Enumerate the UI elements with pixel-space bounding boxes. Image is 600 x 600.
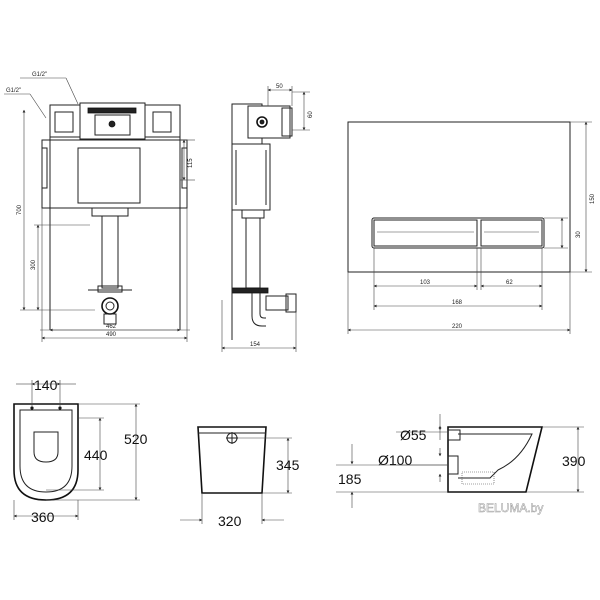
plate-buttons-total-dim: 168 (452, 300, 463, 306)
bowl-top-view: 140 440 520 360 (13, 377, 148, 525)
bowl-outlet-height-dim: 185 (338, 471, 362, 487)
bowl-side-height-dim: 390 (562, 453, 586, 469)
bowl-side-view: Ø55 Ø100 185 390 (336, 414, 586, 508)
frame-height-dim: 700 (17, 204, 23, 215)
plate-width-dim: 220 (452, 324, 463, 330)
bowl-inlet-dim: Ø55 (400, 427, 427, 443)
frame-side-dim: 115 (188, 158, 194, 168)
side-top-dim: 50 (276, 84, 283, 90)
bowl-front-view: 345 320 (180, 426, 300, 529)
thread-upper-label: G1/2" (32, 72, 47, 78)
bowl-outer-dim: 520 (124, 431, 148, 447)
installation-frame-side-view: 50 60 154 (221, 84, 314, 352)
installation-frame-front-view: G1/2" G1/2" 700 300 115 462 490 (4, 72, 195, 342)
watermark: BELUMA.by (478, 501, 543, 515)
frame-inner-width-dim: 462 (106, 324, 117, 330)
bowl-front-height-dim: 345 (276, 457, 300, 473)
bowl-inner-dim: 440 (84, 447, 108, 463)
flush-plate-view: 150 30 103 62 168 220 (347, 121, 596, 334)
bowl-outlet-dim: Ø100 (378, 452, 412, 468)
plate-button-height-dim: 30 (576, 231, 582, 238)
side-bottom-dim: 154 (250, 342, 261, 348)
frame-lower-height-dim: 300 (31, 259, 37, 270)
bowl-front-width-dim: 320 (218, 513, 242, 529)
side-top-right-dim: 60 (308, 111, 314, 118)
frame-outer-width-dim: 490 (106, 332, 117, 338)
plate-height-dim: 150 (590, 193, 596, 204)
thread-left-label: G1/2" (6, 88, 21, 94)
plate-left-button-dim: 103 (420, 280, 431, 286)
bowl-width-dim: 360 (31, 509, 55, 525)
bowl-holes-dim: 140 (34, 377, 58, 393)
plate-right-button-dim: 62 (506, 280, 513, 286)
